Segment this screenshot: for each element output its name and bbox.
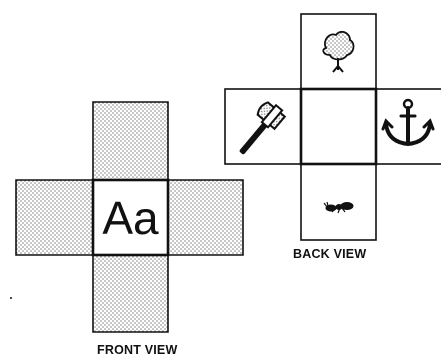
- stray-dot: [10, 297, 12, 299]
- front-view-net: Aa: [16, 102, 243, 332]
- front-center-text: Aa: [102, 192, 159, 244]
- back-bottom-face: [301, 164, 376, 240]
- back-center-face: [301, 89, 376, 164]
- back-view-caption: BACK VIEW: [293, 247, 366, 261]
- front-view-caption: FRONT VIEW: [97, 343, 177, 357]
